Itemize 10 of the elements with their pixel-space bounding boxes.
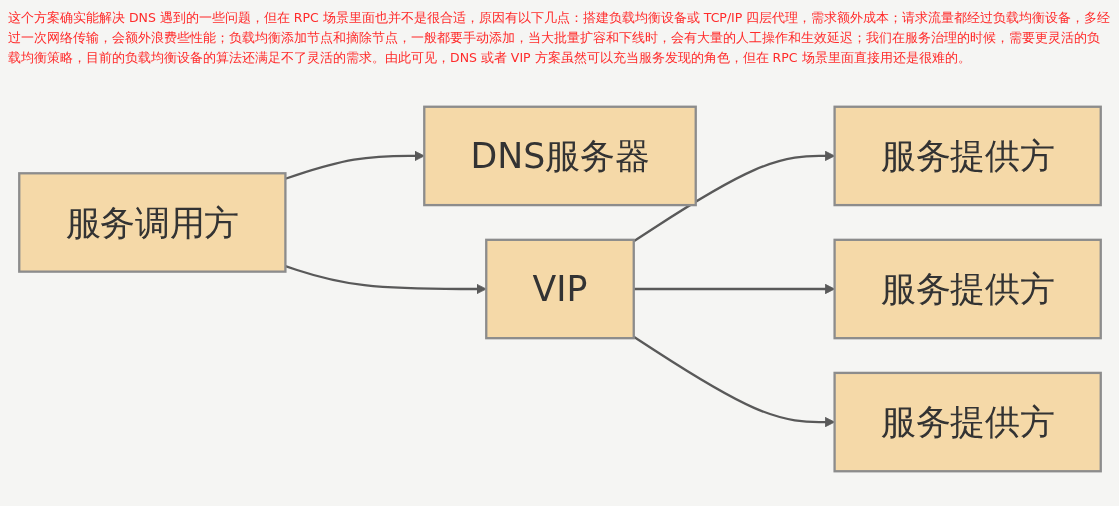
arrow (632, 335, 835, 427)
node-box: 服务提供方 (832, 238, 1102, 339)
node-box: 服务提供方 (832, 105, 1102, 206)
arrow (632, 150, 835, 242)
node-box: VIP (484, 238, 635, 339)
arrow (633, 283, 835, 294)
node-box: DNS服务器 (422, 105, 697, 206)
node-box: 服务提供方 (832, 371, 1102, 472)
node-box: 服务调用方 (17, 171, 287, 273)
note-paragraph: 这个方案确实能解决 DNS 遇到的一些问题，但在 RPC 场景里面也并不是很合适，原因有以下几点：搭建负载均衡设备或 TCP/IP 四层代理，需求额外成本；请求流量都经过负载均衡设备，多经过一次网络传输，会额外浪费些性能；负载均衡添加节点和摘除节点，一般都要手动添加，当大批量扩容和下线时，会有大量的人工操作和生效延迟；我们在服务治理的时候，需要更灵活的负载均衡策略，目前的负载均衡设备的算法还满足不了灵活的需求。由此可见，DNS 或者 VIP 方案虽然可以充当服务发现的角色，但在 RPC 场景里面直接用还是很难的。 (8, 9, 1111, 67)
